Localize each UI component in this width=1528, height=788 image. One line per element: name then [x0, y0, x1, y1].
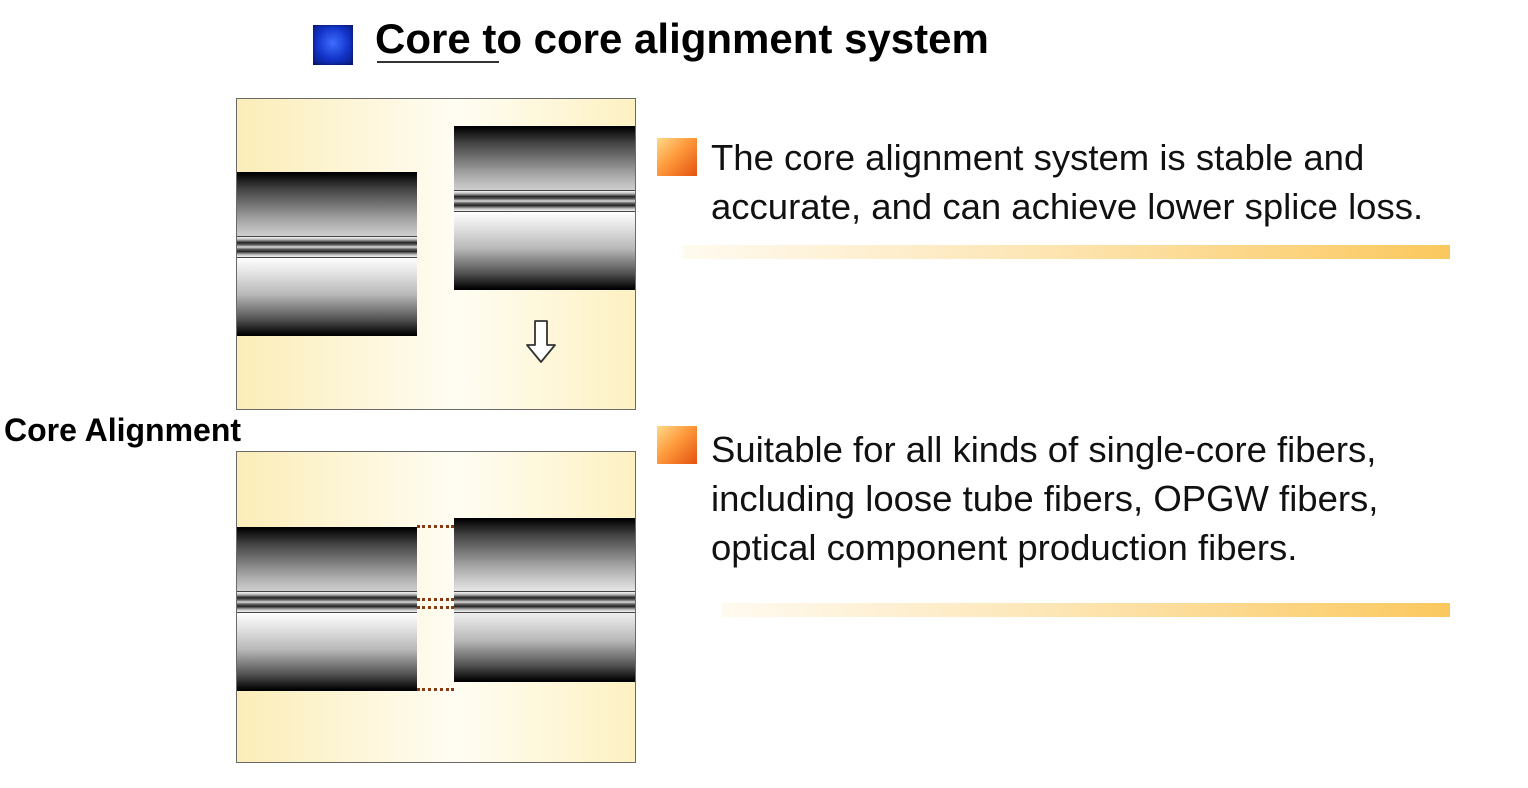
title-underline: [377, 61, 499, 63]
orange-bullet-icon: [657, 426, 697, 464]
right-fiber-core: [454, 190, 635, 212]
core-alignment-label: Core Alignment: [4, 412, 242, 448]
point-1-accent-bar: [683, 245, 1450, 259]
point-1-line-1: The core alignment system is stable and: [711, 137, 1365, 178]
left-fiber-core: [237, 591, 417, 613]
orange-bullet-icon: [657, 138, 697, 176]
misaligned-fibers-panel: [236, 98, 636, 410]
point-1-text: The core alignment system is stable and …: [711, 133, 1423, 231]
point-2-line-1: Suitable for all kinds of single-core fi…: [711, 429, 1377, 470]
page-title: Core to core alignment system: [375, 15, 989, 62]
bottom-alignment-dots: [417, 688, 454, 691]
point-2-text: Suitable for all kinds of single-core fi…: [711, 425, 1378, 572]
point-2-accent-bar: [722, 603, 1450, 617]
point-2-line-3: optical component production fibers.: [711, 527, 1298, 568]
left-fiber: [237, 172, 417, 336]
left-fiber-core: [237, 236, 417, 258]
top-alignment-dots: [417, 525, 454, 528]
core-alignment-dots-upper: [417, 598, 454, 601]
point-1-line-2: accurate, and can achieve lower splice l…: [711, 186, 1424, 227]
down-arrow-icon: [526, 320, 556, 363]
right-fiber-core: [454, 591, 635, 613]
right-fiber: [454, 518, 635, 682]
right-fiber: [454, 126, 635, 290]
point-2-line-2: including loose tube fibers, OPGW fibers…: [711, 478, 1379, 519]
title-square-icon: [313, 25, 353, 65]
left-fiber: [237, 527, 417, 691]
core-alignment-dots-lower: [417, 606, 454, 609]
aligned-fibers-panel: [236, 451, 636, 763]
